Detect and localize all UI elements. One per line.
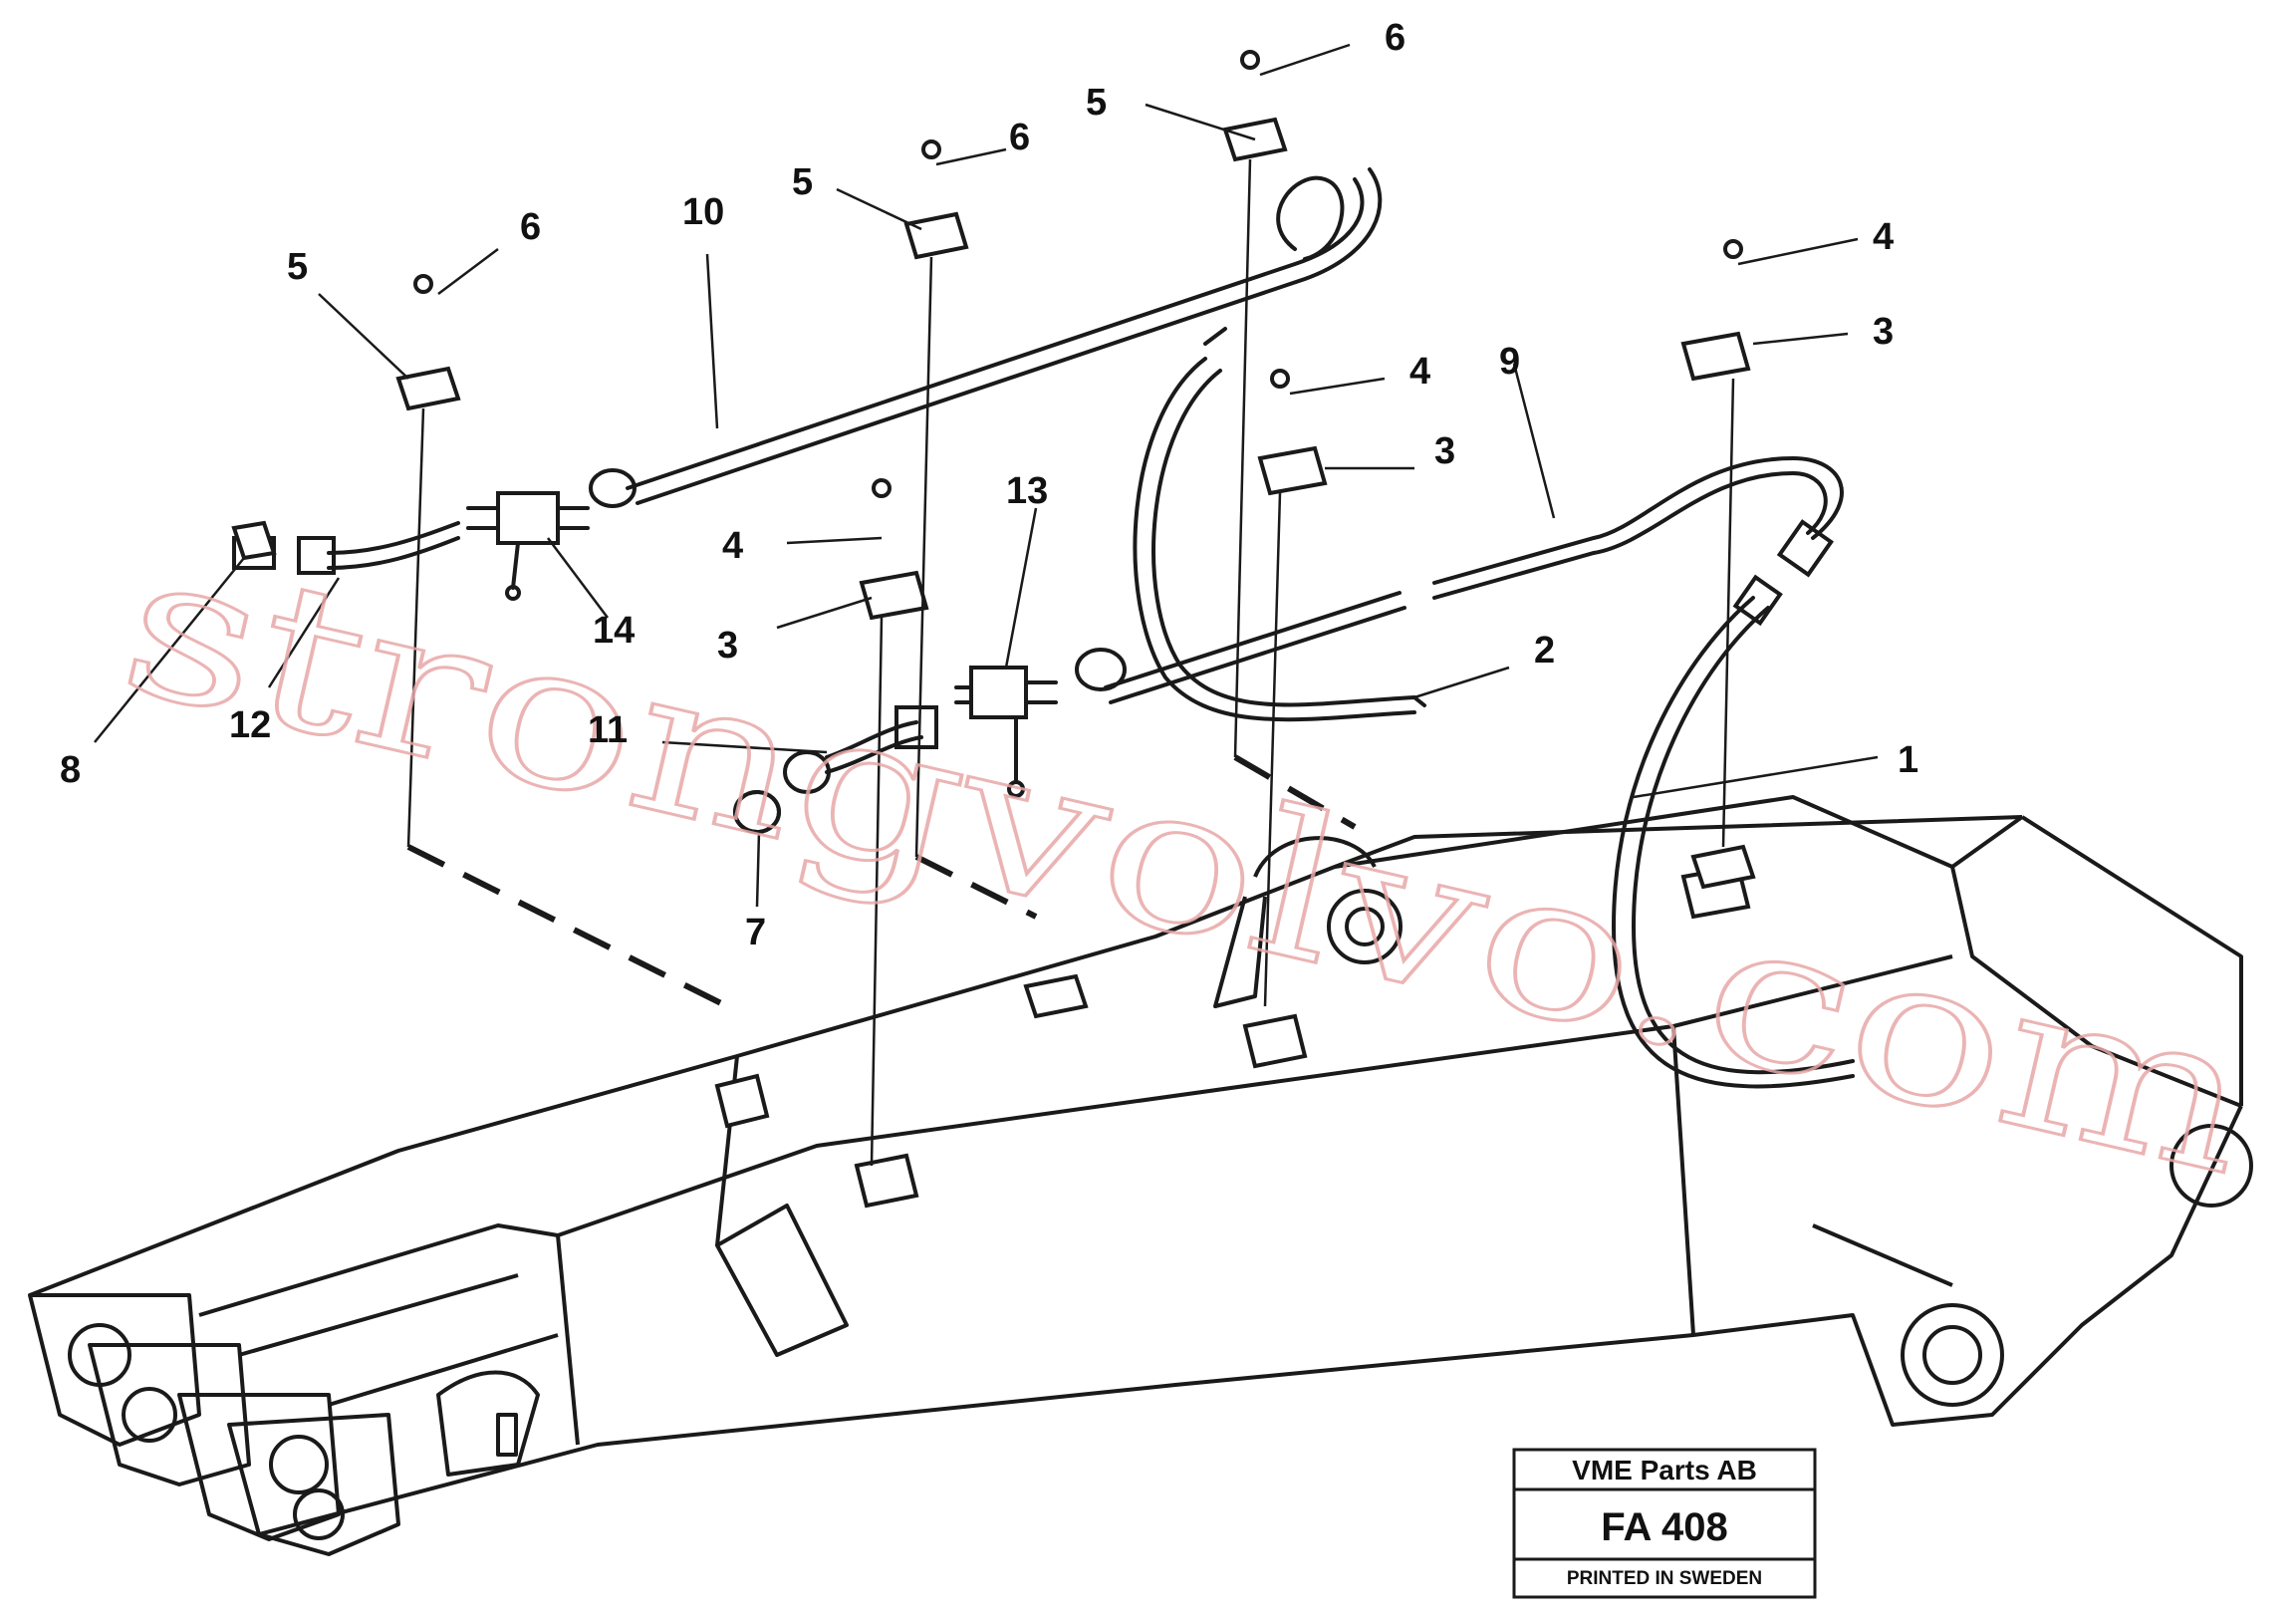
- title-box-printed: PRINTED IN SWEDEN: [1567, 1568, 1762, 1589]
- callout-3-left: 3: [717, 625, 738, 667]
- callout-4-middle: 4: [1409, 351, 1430, 393]
- title-box: VME Parts AB FA 408 PRINTED IN SWEDEN: [1512, 1448, 1817, 1599]
- callout-5-upper-right: 5: [1086, 82, 1107, 124]
- callout-7: 7: [745, 912, 766, 953]
- callout-1: 1: [1898, 739, 1918, 781]
- callout-5-middle: 5: [792, 161, 813, 203]
- callout-8: 8: [60, 749, 81, 791]
- callout-9: 9: [1499, 341, 1520, 383]
- callout-2: 2: [1534, 630, 1555, 672]
- title-box-company: VME Parts AB: [1572, 1455, 1757, 1485]
- callout-6-upper-right: 6: [1385, 17, 1405, 59]
- callout-3-middle: 3: [1434, 430, 1455, 472]
- leader-lines: [94, 43, 1879, 1167]
- pipes: [232, 167, 1855, 1089]
- callout-6-middle: 6: [1009, 117, 1030, 158]
- callout-4-right: 4: [1873, 216, 1894, 258]
- callout-12: 12: [229, 704, 271, 746]
- callout-14: 14: [593, 610, 635, 652]
- callout-10: 10: [682, 191, 724, 233]
- callout-11: 11: [588, 709, 628, 751]
- callout-4-left: 4: [722, 525, 743, 567]
- dashed-lines: [406, 754, 1357, 1009]
- callout-13: 13: [1006, 470, 1048, 512]
- callout-6-left: 6: [520, 206, 541, 248]
- title-box-code: FA 408: [1601, 1505, 1727, 1549]
- callout-5-left: 5: [287, 246, 308, 288]
- callout-labels: 1 2 3 3 3 4 4 4 5 5 5 6 6 6 7 8 9 10 11 …: [60, 17, 1918, 953]
- callout-3-right: 3: [1873, 311, 1894, 353]
- boom-arm: [28, 795, 2253, 1556]
